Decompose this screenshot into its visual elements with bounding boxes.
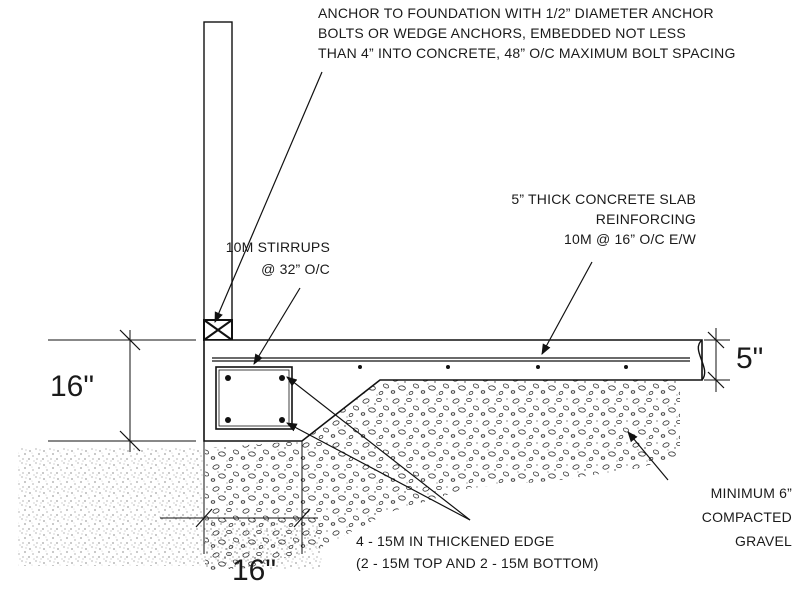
edge-bar-leader-top: [286, 376, 471, 521]
dim-slab-label: 5": [736, 342, 764, 375]
anchor-leader: [214, 71, 323, 323]
dim-depth-label: 16": [50, 370, 95, 403]
stirrups-note-line-1: 10M STIRRUPS: [225, 239, 330, 255]
edge-bars-note-line-2: (2 - 15M TOP AND 2 - 15M BOTTOM): [356, 555, 599, 571]
dim-depth-tick-bottom: [119, 430, 141, 452]
slab-rebar-dot: [446, 365, 450, 369]
anchor-note: ANCHOR TO FOUNDATION WITH 1/2” DIAMETER …: [318, 6, 736, 60]
edge-bar: [279, 417, 285, 423]
stirrup: [215, 366, 293, 430]
slab-note-line-1: 5” THICK CONCRETE SLAB: [511, 191, 696, 207]
slab-break-line: [697, 339, 706, 381]
gravel-note-line-1: MINIMUM 6”: [710, 485, 792, 501]
slab-note: 5” THICK CONCRETE SLAB REINFORCING 10M @…: [511, 192, 696, 246]
stirrup-inner: [218, 369, 290, 427]
edge-bars-note: 4 - 15M IN THICKENED EDGE (2 - 15M TOP A…: [356, 534, 599, 570]
native-soil: [18, 448, 204, 566]
stirrup-leader: [253, 287, 301, 365]
compacted-gravel: [205, 380, 680, 570]
slab-rebar-dot: [624, 365, 628, 369]
dim-slab-tick-top: [707, 331, 725, 349]
edge-bar: [279, 375, 285, 381]
dim-depth-tick-top: [119, 329, 141, 351]
stirrups-note: 10M STIRRUPS @ 32” O/C: [226, 240, 330, 276]
anchor-note-line-2: BOLTS OR WEDGE ANCHORS, EMBEDDED NOT LES…: [318, 25, 686, 41]
stirrups-note-line-2: @ 32” O/C: [261, 261, 330, 277]
dim-width-tick-left: [195, 508, 213, 528]
slab-note-line-3: 10M @ 16” O/C E/W: [564, 231, 696, 247]
wall-stud: [203, 21, 233, 321]
edge-bar-leader-bottom: [286, 422, 471, 521]
gravel-leader: [627, 431, 669, 481]
edge-bar: [225, 375, 231, 381]
slab-leader: [541, 261, 593, 355]
dim-width-label: 16": [232, 554, 277, 587]
anchor-note-line-3: THAN 4” INTO CONCRETE, 48” O/C MAXIMUM B…: [318, 45, 736, 61]
edge-bars-note-line-1: 4 - 15M IN THICKENED EDGE: [356, 533, 555, 549]
gravel-note-line-2: COMPACTED: [701, 509, 792, 525]
slab-rebar-dot: [536, 365, 540, 369]
dim-slab-tick-bottom: [707, 371, 725, 389]
slab-note-line-2: REINFORCING: [595, 211, 696, 227]
slab-rebar-dot: [358, 365, 362, 369]
gravel-note-line-3: GRAVEL: [735, 533, 792, 549]
edge-bar: [225, 417, 231, 423]
dim-width-tick-right: [293, 508, 311, 528]
anchor-note-line-1: ANCHOR TO FOUNDATION WITH 1/2” DIAMETER …: [318, 5, 714, 21]
sill-plate-x2: [203, 319, 233, 341]
gravel-note: MINIMUM 6” COMPACTED GRAVEL: [702, 486, 792, 548]
